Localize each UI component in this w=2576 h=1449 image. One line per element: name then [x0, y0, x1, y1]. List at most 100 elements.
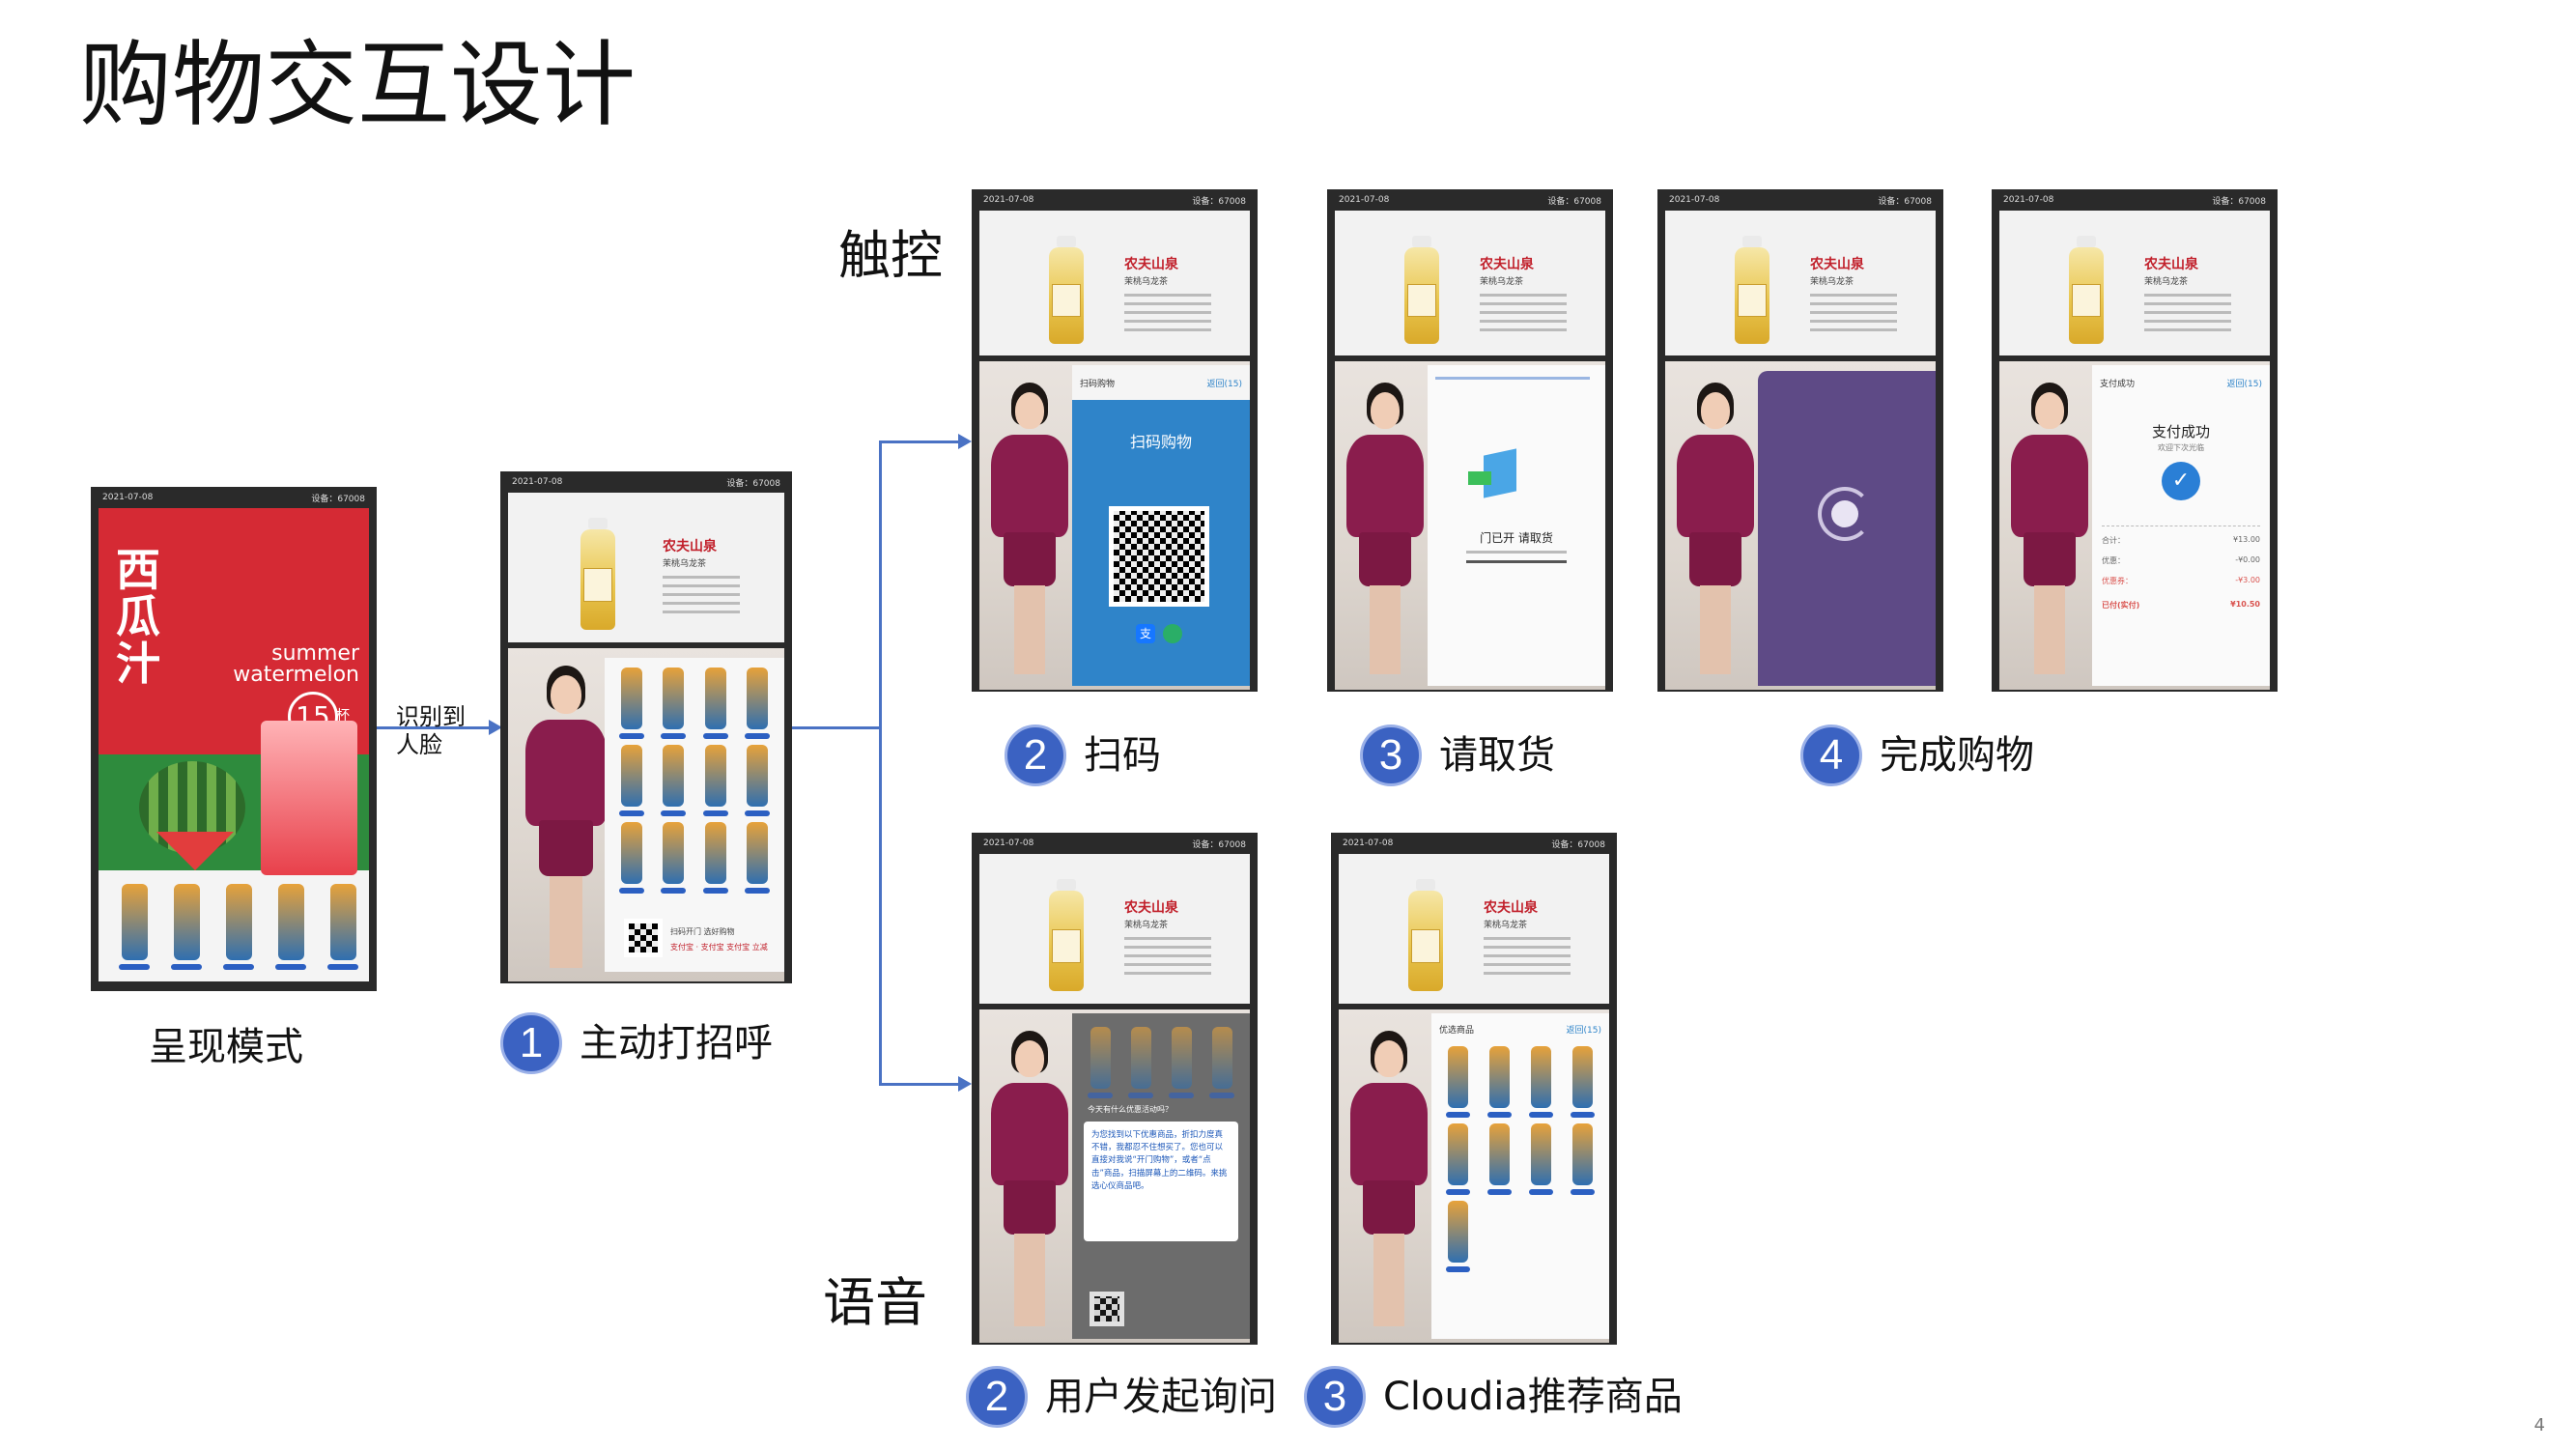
phone-processing: 2021-07-08 设备：67008 农夫山泉 茉桃乌龙茶 — [1657, 189, 1943, 692]
status-bar: 2021-07-08 设备：67008 — [979, 833, 1250, 854]
phone-voice-query: 2021-07-08 设备：67008 农夫山泉 茉桃乌龙茶 今天有什么优惠活动… — [972, 833, 1258, 1345]
tea-bottle-icon — [1049, 236, 1084, 344]
phone-scan: 2021-07-08 设备：67008 农夫山泉 茉桃乌龙茶 扫码购物 返回(1… — [972, 189, 1258, 692]
status-bar: 2021-07-08 设备：67008 — [99, 487, 369, 508]
product-thumb — [160, 880, 212, 972]
step-text: Cloudia推荐商品 — [1383, 1375, 1683, 1419]
step-number: 4 — [1800, 724, 1862, 786]
product-brand: 农夫山泉 — [663, 539, 717, 554]
status-device: 设备：67008 — [726, 478, 780, 489]
status-date: 2021-07-08 — [1339, 195, 1390, 205]
product-item[interactable] — [694, 664, 737, 741]
product-item[interactable] — [694, 741, 737, 818]
avatar — [983, 1031, 1076, 1336]
product-panel: 农夫山泉 茉桃乌龙茶 — [1339, 854, 1609, 1004]
phone-greet: 2021-07-08 设备：67008 农夫山泉 茉桃乌龙茶 — [500, 471, 792, 983]
product-panel: 农夫山泉 茉桃乌龙茶 — [979, 211, 1250, 355]
status-device: 设备：67008 — [1547, 196, 1601, 207]
caption-user-query: 2 用户发起询问 — [966, 1366, 1277, 1428]
check-icon: ✓ — [2162, 462, 2200, 500]
price-label: 优惠： — [2102, 556, 2125, 565]
phone-display-mode: 2021-07-08 设备：67008 西瓜汁 summer watermelo… — [91, 487, 377, 991]
product-item[interactable] — [737, 741, 779, 818]
alipay-icon: 支 — [1136, 624, 1155, 643]
promo-text: 支付宝 · 支付宝 支付宝 立减 — [670, 943, 768, 952]
price-value: ¥13.00 — [2233, 535, 2260, 544]
product-item[interactable] — [1479, 1120, 1520, 1197]
caption-complete: 4 完成购物 — [1800, 724, 2034, 786]
product-info — [1124, 294, 1211, 337]
product-brand: 农夫山泉 — [1484, 900, 1538, 916]
arrow-head-icon — [489, 720, 502, 735]
product-item[interactable] — [694, 818, 737, 895]
mascot-icon — [1831, 500, 1858, 527]
product-item[interactable] — [653, 818, 695, 895]
product-brand: 农夫山泉 — [1124, 900, 1178, 916]
caption-greet: 1 主动打招呼 — [500, 1012, 773, 1074]
qr-code[interactable] — [1090, 1292, 1124, 1326]
product-item[interactable] — [1562, 1120, 1603, 1197]
poster-title: 西瓜汁 — [116, 544, 160, 690]
back-button[interactable]: 返回(15) — [2226, 380, 2262, 389]
product-item[interactable] — [1479, 1042, 1520, 1120]
product-item[interactable] — [1437, 1042, 1479, 1120]
page-title: 购物交互设计 — [79, 31, 636, 139]
product-item[interactable] — [1437, 1197, 1479, 1274]
product-brand: 农夫山泉 — [1480, 257, 1534, 272]
product-item[interactable] — [610, 664, 653, 741]
product-item[interactable] — [610, 818, 653, 895]
product-item[interactable] — [1437, 1120, 1479, 1197]
product-item[interactable] — [737, 664, 779, 741]
product-item[interactable] — [653, 664, 695, 741]
assistant-reply-bubble: 为您找到以下优惠商品，折扣力度真不错，我都忍不住想买了。您也可以直接对我说“开门… — [1084, 1122, 1238, 1241]
product-name: 茉桃乌龙茶 — [663, 559, 707, 569]
product-panel: 农夫山泉 茉桃乌龙茶 — [508, 493, 784, 642]
product-item — [1161, 1023, 1202, 1100]
qr-code[interactable] — [624, 919, 663, 957]
status-bar: 2021-07-08 设备：67008 — [1665, 189, 1936, 211]
status-device: 设备：67008 — [1551, 839, 1605, 850]
arrow-to-voice — [879, 1083, 960, 1086]
status-device: 设备：67008 — [2212, 196, 2266, 207]
tea-bottle-icon — [1408, 879, 1443, 991]
status-date: 2021-07-08 — [1343, 838, 1394, 848]
product-info — [1480, 294, 1567, 337]
price-label: 合计： — [2102, 536, 2125, 545]
product-item[interactable] — [610, 741, 653, 818]
step-number: 1 — [500, 1012, 562, 1074]
price-value: ¥10.50 — [2230, 600, 2260, 609]
success-subtitle: 欢迎下次光临 — [2158, 443, 2204, 452]
back-button[interactable]: 返回(15) — [1566, 1026, 1601, 1036]
product-item[interactable] — [1520, 1042, 1562, 1120]
pickup-note-line — [1466, 560, 1567, 563]
avatar-scene: 扫码购物 返回(15) 扫码购物 支 — [979, 361, 1250, 690]
step-text: 扫码 — [1084, 733, 1161, 778]
loading-spinner-icon — [1818, 487, 1872, 541]
product-item[interactable] — [1562, 1042, 1603, 1120]
product-name: 茉桃乌龙茶 — [1810, 277, 1854, 287]
caption-recommend: 3 Cloudia推荐商品 — [1304, 1366, 1683, 1428]
timer-bar — [1435, 377, 1590, 380]
product-item[interactable] — [737, 818, 779, 895]
page-number: 4 — [2534, 1415, 2545, 1435]
payment-qr-code[interactable] — [1109, 506, 1209, 607]
status-date: 2021-07-08 — [102, 493, 154, 502]
step-text: 完成购物 — [1880, 733, 2034, 778]
product-panel: 农夫山泉 茉桃乌龙茶 — [1999, 211, 2270, 355]
back-button[interactable]: 返回(15) — [1206, 380, 1242, 389]
avatar — [1343, 1031, 1435, 1336]
product-name: 茉桃乌龙茶 — [1480, 277, 1524, 287]
avatar-scene: 今天有什么优惠活动吗？ 为您找到以下优惠商品，折扣力度真不错，我都忍不住想买了。… — [979, 1009, 1250, 1343]
price-line: 优惠券：-¥3.00 — [2102, 576, 2260, 586]
tea-bottle-icon — [1049, 879, 1084, 991]
avatar — [983, 383, 1076, 682]
caption-display-mode: 呈现模式 — [149, 1025, 303, 1069]
open-arrow-icon — [1468, 471, 1491, 485]
product-item[interactable] — [653, 741, 695, 818]
product-item — [1202, 1023, 1242, 1100]
arrow-branch-vertical — [879, 440, 882, 1086]
product-item[interactable] — [1520, 1120, 1562, 1197]
user-query-text: 今天有什么优惠活动吗？ — [1088, 1105, 1173, 1114]
status-date: 2021-07-08 — [512, 477, 563, 487]
caption-pickup: 3 请取货 — [1360, 724, 1555, 786]
